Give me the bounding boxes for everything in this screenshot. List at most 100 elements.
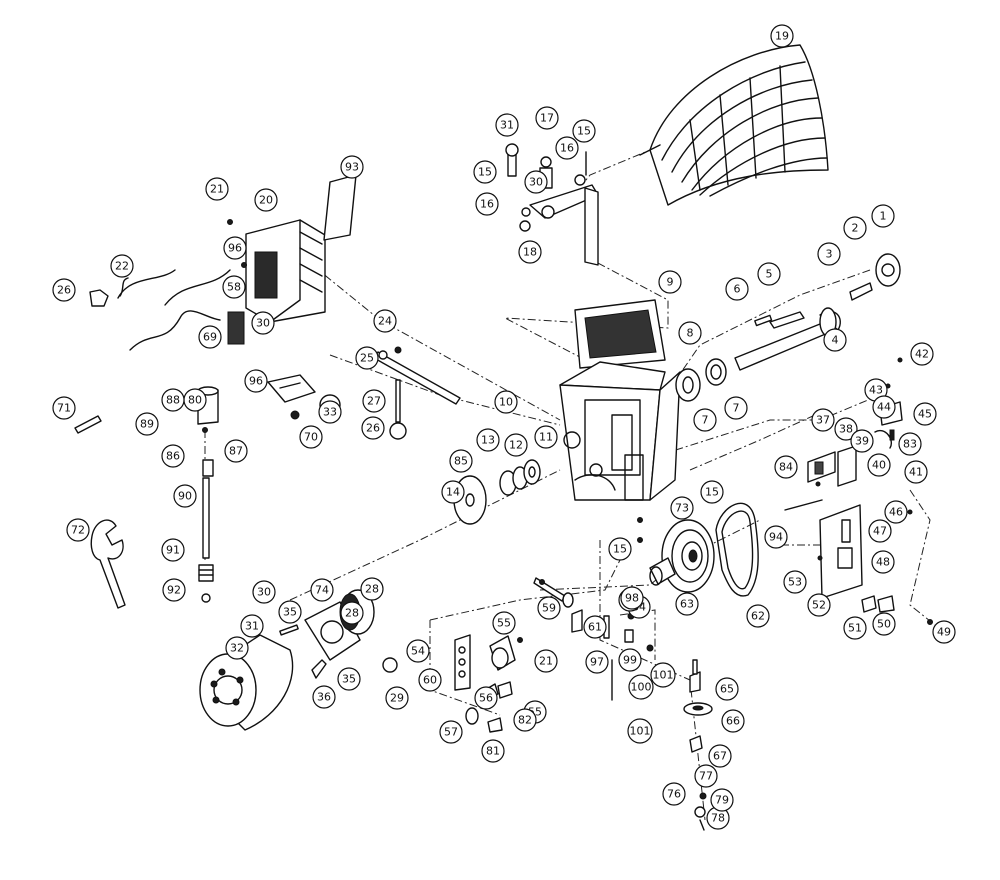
callout-circle bbox=[278, 600, 302, 624]
callout-label: 56 bbox=[479, 692, 493, 705]
callout-circle bbox=[715, 677, 739, 701]
callout-25: 25 bbox=[355, 346, 379, 370]
callout-98: 98 bbox=[620, 586, 644, 610]
callout-28: 28 bbox=[340, 601, 364, 625]
callout-30: 30 bbox=[252, 580, 276, 604]
callout-label: 73 bbox=[675, 502, 689, 515]
callout-46: 46 bbox=[884, 500, 908, 524]
tension-knob-group bbox=[683, 659, 713, 753]
callout-circle bbox=[251, 311, 275, 335]
callout-label: 55 bbox=[497, 617, 511, 630]
callout-circle bbox=[721, 709, 745, 733]
bolt-71 bbox=[74, 415, 102, 434]
callout-label: 45 bbox=[918, 408, 932, 421]
callout-label: 27 bbox=[367, 395, 381, 408]
callout-label: 86 bbox=[166, 450, 180, 463]
callout-53: 53 bbox=[783, 570, 807, 594]
callout-circle bbox=[337, 667, 361, 691]
callout-label: 43 bbox=[869, 384, 883, 397]
callout-label: 1 bbox=[880, 210, 887, 223]
callout-100: 100 bbox=[628, 674, 654, 700]
callout-label: 36 bbox=[317, 691, 331, 704]
shift-rod-assembly bbox=[373, 346, 461, 440]
callout-circle bbox=[572, 119, 596, 143]
callout-circle bbox=[724, 396, 748, 420]
callout-83: 83 bbox=[898, 432, 922, 456]
callout-circle bbox=[473, 160, 497, 184]
callout-label: 29 bbox=[390, 692, 404, 705]
callout-label: 41 bbox=[909, 466, 923, 479]
callout-label: 13 bbox=[481, 434, 495, 447]
callout-1: 1 bbox=[871, 204, 895, 228]
callout-label: 63 bbox=[680, 598, 694, 611]
callout-label: 59 bbox=[542, 602, 556, 615]
callout-label: 88 bbox=[166, 394, 180, 407]
callout-circle bbox=[135, 412, 159, 436]
callout-65: 65 bbox=[715, 677, 739, 701]
callout-label: 81 bbox=[486, 745, 500, 758]
callout-circle bbox=[361, 416, 385, 440]
callout-label: 22 bbox=[115, 260, 129, 273]
callout-circle bbox=[373, 309, 397, 333]
callout-circle bbox=[700, 480, 724, 504]
callout-circle bbox=[162, 578, 186, 602]
callout-label: 71 bbox=[57, 402, 71, 415]
callout-40: 40 bbox=[867, 453, 891, 477]
callout-circle bbox=[757, 262, 781, 286]
callout-circle bbox=[310, 578, 334, 602]
callout-99: 99 bbox=[618, 648, 642, 672]
callout-71: 71 bbox=[52, 396, 76, 420]
callout-label: 40 bbox=[872, 459, 886, 472]
callout-circle bbox=[254, 188, 278, 212]
callout-circle bbox=[725, 277, 749, 301]
callout-59: 59 bbox=[537, 596, 561, 620]
callout-label: 78 bbox=[711, 812, 725, 825]
callout-circle bbox=[312, 685, 336, 709]
callout-4: 4 bbox=[823, 328, 847, 352]
callout-label: 30 bbox=[529, 176, 543, 189]
callout-label: 39 bbox=[855, 435, 869, 448]
callout-9: 9 bbox=[658, 270, 682, 294]
callout-circle bbox=[534, 649, 558, 673]
callout-circle bbox=[537, 596, 561, 620]
callout-circle bbox=[774, 455, 798, 479]
callout-label: 18 bbox=[523, 246, 537, 259]
callout-94: 94 bbox=[764, 525, 788, 549]
drive-pulley-and-belt bbox=[649, 502, 759, 597]
callout-15: 15 bbox=[608, 537, 632, 561]
callout-circle bbox=[340, 155, 364, 179]
callout-circle bbox=[811, 408, 835, 432]
callout-16: 16 bbox=[475, 192, 499, 216]
callout-circle bbox=[252, 580, 276, 604]
callout-label: 37 bbox=[816, 414, 830, 427]
callout-label: 24 bbox=[378, 315, 392, 328]
callout-circle bbox=[650, 662, 676, 688]
callout-93: 93 bbox=[340, 155, 364, 179]
callout-label: 21 bbox=[539, 655, 553, 668]
callout-97: 97 bbox=[585, 650, 609, 674]
callout-label: 16 bbox=[560, 142, 574, 155]
callout-circle bbox=[843, 616, 867, 640]
callout-label: 49 bbox=[937, 626, 951, 639]
part-callout-balloons: 1234567789101112131415151515161617181920… bbox=[52, 24, 956, 830]
callout-circle bbox=[299, 425, 323, 449]
shaft-bearings bbox=[675, 358, 727, 402]
callout-circle bbox=[834, 417, 858, 441]
callout-17: 17 bbox=[535, 106, 559, 130]
callout-28: 28 bbox=[360, 577, 384, 601]
callout-label: 7 bbox=[733, 402, 740, 415]
callout-label: 67 bbox=[713, 750, 727, 763]
callout-label: 101 bbox=[653, 669, 674, 682]
callout-circle bbox=[585, 650, 609, 674]
column-post-assembly bbox=[197, 386, 219, 603]
wrench bbox=[90, 519, 126, 609]
callout-76: 76 bbox=[662, 782, 686, 806]
callout-2: 2 bbox=[843, 216, 867, 240]
callout-label: 69 bbox=[203, 331, 217, 344]
callout-label: 35 bbox=[342, 673, 356, 686]
callout-label: 38 bbox=[839, 423, 853, 436]
callout-label: 26 bbox=[57, 284, 71, 297]
callout-92: 92 bbox=[162, 578, 186, 602]
callout-label: 91 bbox=[166, 544, 180, 557]
callout-label: 15 bbox=[577, 125, 591, 138]
